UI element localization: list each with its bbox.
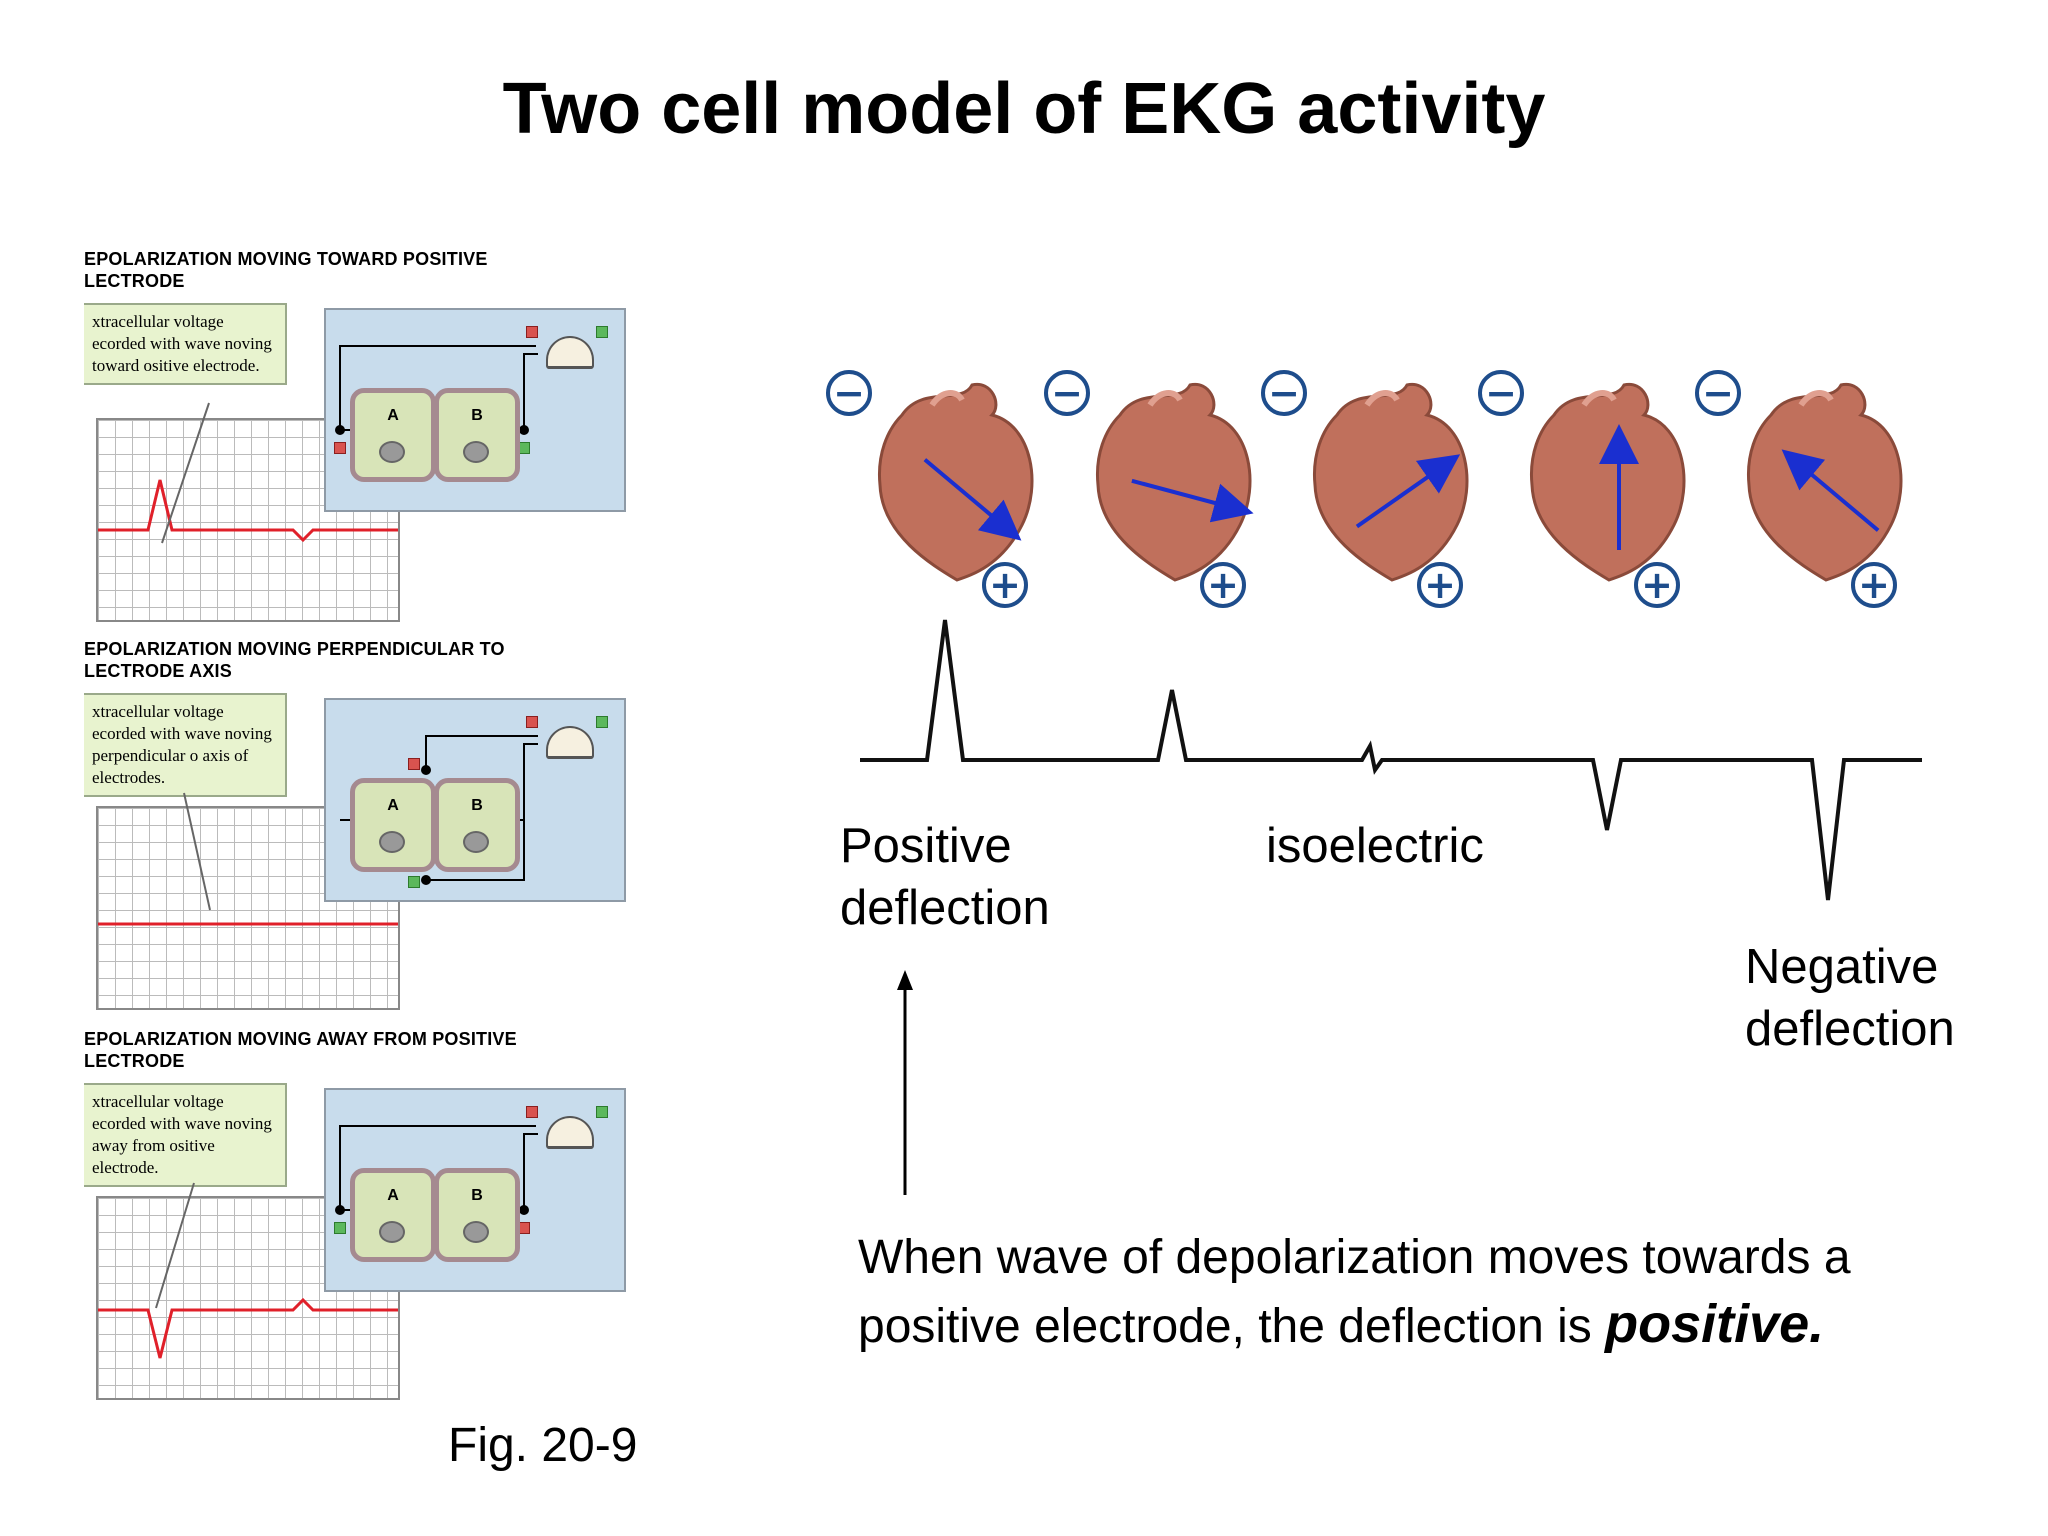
voltmeter-icon [546,726,594,759]
negative-electrode-icon: − [1044,370,1090,416]
callout-box: xtracellular voltage ecorded with wave n… [84,1083,287,1187]
cell-b: B [434,1168,520,1262]
panel-heading-line2: LECTRODE AXIS [84,661,232,681]
nucleus [463,441,489,463]
negative-electrode-icon [526,326,538,338]
caption-line2: positive electrode, the deflection is po… [858,1291,1851,1360]
heart-1 [862,375,1062,615]
cell-a: A [350,388,436,482]
caption-line1: When wave of depolarization moves toward… [858,1231,1851,1284]
negative-electrode-icon: − [1695,370,1741,416]
panel-heading-line2: LECTRODE [84,1051,185,1071]
positive-electrode-icon: + [1634,562,1680,608]
panel-perpendicular: EPOLARIZATION MOVING PERPENDICULAR TO LE… [84,638,644,1018]
panel-heading-line2: LECTRODE [84,271,185,291]
callout-pointer [183,792,211,911]
panel-heading: EPOLARIZATION MOVING AWAY FROM POSITIVE … [84,1028,517,1072]
panel-heading: EPOLARIZATION MOVING PERPENDICULAR TO LE… [84,638,505,682]
ekg-trace [98,1297,398,1359]
ekg-grid [96,806,400,1010]
nucleus [379,441,405,463]
heart-5 [1731,375,1931,615]
heart-icon [1746,382,1903,582]
positive-electrode-icon [596,1106,608,1118]
heart-4 [1514,375,1714,615]
positive-electrode-icon: + [1200,562,1246,608]
cell-a-label: A [387,797,399,814]
heart-3 [1297,375,1497,615]
panel-toward: EPOLARIZATION MOVING TOWARD POSITIVE LEC… [84,248,644,628]
callout-pointer [161,402,210,544]
positive-electrode-icon [596,326,608,338]
isoelectric-label: isoelectric [1266,819,1484,873]
callout-pointer [155,1182,195,1309]
negative-electrode-icon: − [1478,370,1524,416]
negative-electrode-icon [408,758,420,770]
positive-electrode-icon: + [1851,562,1897,608]
cell-a-label: A [387,1187,399,1204]
positive-electrode-icon [334,1222,346,1234]
positive-label-line1: Positive [840,819,1012,873]
caption: When wave of depolarization moves toward… [858,1225,1851,1360]
electrode-dot [335,1205,345,1215]
positive-electrode-icon: + [1417,562,1463,608]
panel-heading-line1: EPOLARIZATION MOVING AWAY FROM POSITIVE [84,1029,517,1049]
positive-deflection-label: Positive deflection [840,815,1050,939]
callout-box: xtracellular voltage ecorded with wave n… [84,693,287,797]
callout-box: xtracellular voltage ecorded with wave n… [84,303,287,385]
panel-heading-line1: EPOLARIZATION MOVING PERPENDICULAR TO [84,639,505,659]
up-arrow-head [897,970,913,990]
nucleus [379,1221,405,1243]
electrode-dot [421,875,431,885]
cell-b: B [434,388,520,482]
negative-electrode-icon: − [1261,370,1307,416]
cell-b-label: B [471,1187,483,1204]
caption-line2-plain: positive electrode, the deflection is [858,1300,1606,1353]
cell-diagram: A B [324,698,626,902]
positive-electrode-icon [596,716,608,728]
positive-label-line2: deflection [840,881,1050,935]
cell-diagram: A B [324,308,626,512]
panel-heading: EPOLARIZATION MOVING TOWARD POSITIVE LEC… [84,248,488,292]
figure-label: Fig. 20-9 [448,1419,638,1472]
voltmeter-icon [546,1116,594,1149]
heart-icon [1529,382,1686,582]
nucleus [463,831,489,853]
panel-heading-line1: EPOLARIZATION MOVING TOWARD POSITIVE [84,249,488,269]
cell-b-label: B [471,407,483,424]
negative-label-line1: Negative [1745,940,1939,994]
heart-icon [877,382,1034,582]
negative-electrode-icon [526,1106,538,1118]
electrode-dot [421,765,431,775]
caption-emphasis: positive. [1605,1294,1825,1354]
heart-icon [1095,382,1254,582]
panel-away: EPOLARIZATION MOVING AWAY FROM POSITIVE … [84,1028,644,1408]
heart-icon [1312,382,1469,582]
positive-electrode-icon: + [982,562,1028,608]
negative-label-line2: deflection [1745,1002,1955,1056]
negative-deflection-label: Negative deflection [1745,936,1955,1060]
voltmeter-icon [546,336,594,369]
slide-title: Two cell model of EKG activity [502,69,1546,149]
positive-electrode-icon [408,876,420,888]
cell-b-label: B [471,797,483,814]
negative-electrode-icon [334,442,346,454]
cell-diagram: A B [324,1088,626,1292]
cell-b: B [434,778,520,872]
nucleus [463,1221,489,1243]
cell-a: A [350,1168,436,1262]
ekg-trace [98,922,398,926]
heart-2 [1080,375,1280,615]
ekg-main-trace [860,619,1922,901]
electrode-dot [519,1205,529,1215]
electrode-dot [519,425,529,435]
negative-electrode-icon [526,716,538,728]
cell-a: A [350,778,436,872]
negative-electrode-icon: − [826,370,872,416]
ekg-trace [98,479,398,543]
cell-a-label: A [387,407,399,424]
electrode-dot [335,425,345,435]
nucleus [379,831,405,853]
